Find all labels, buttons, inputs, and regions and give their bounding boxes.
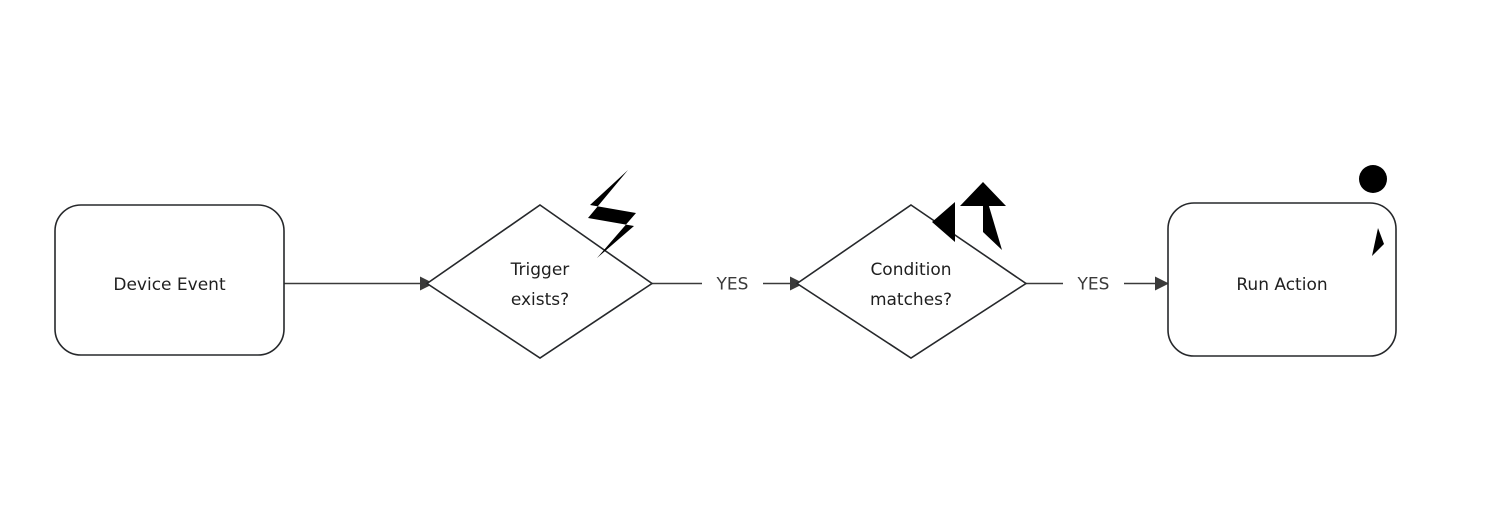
edge-condition-to-run-action: YES (1026, 275, 1169, 295)
lightning-bolt-path (588, 170, 636, 258)
edge-2-label: YES (716, 275, 749, 295)
node-condition-matches[interactable]: Condition matches? (795, 204, 1028, 359)
trigger-exists-shape[interactable] (425, 204, 654, 359)
running-person-icon (1352, 165, 1392, 256)
node-trigger-exists[interactable]: Trigger exists? (425, 204, 654, 359)
trigger-exists-label-line2: exists? (511, 290, 569, 310)
condition-matches-label-line1: Condition (870, 260, 951, 280)
edge-trigger-to-condition: YES (652, 275, 804, 295)
condition-matches-shape[interactable] (795, 204, 1028, 359)
edge-3-label: YES (1077, 275, 1110, 295)
branch-arrow-icon (932, 182, 1006, 250)
device-event-shape[interactable] (54, 204, 285, 356)
device-event-label: Device Event (113, 275, 226, 295)
node-run-action[interactable]: Run Action (1167, 202, 1397, 357)
edge-device-event-to-trigger (284, 276, 434, 291)
branch-arrow-up-head (960, 182, 1006, 206)
run-action-label: Run Action (1236, 275, 1327, 295)
node-device-event[interactable]: Device Event (54, 204, 285, 356)
edge-3-arrowhead (1155, 276, 1169, 291)
condition-matches-label-line2: matches? (870, 290, 952, 310)
lightning-bolt-icon (588, 170, 636, 258)
runner-front-leg (1372, 228, 1384, 256)
trigger-exists-label-line1: Trigger (510, 260, 570, 280)
run-action-shape[interactable] (1167, 202, 1397, 357)
branch-arrow-left-head (932, 202, 955, 242)
runner-head (1359, 165, 1387, 193)
